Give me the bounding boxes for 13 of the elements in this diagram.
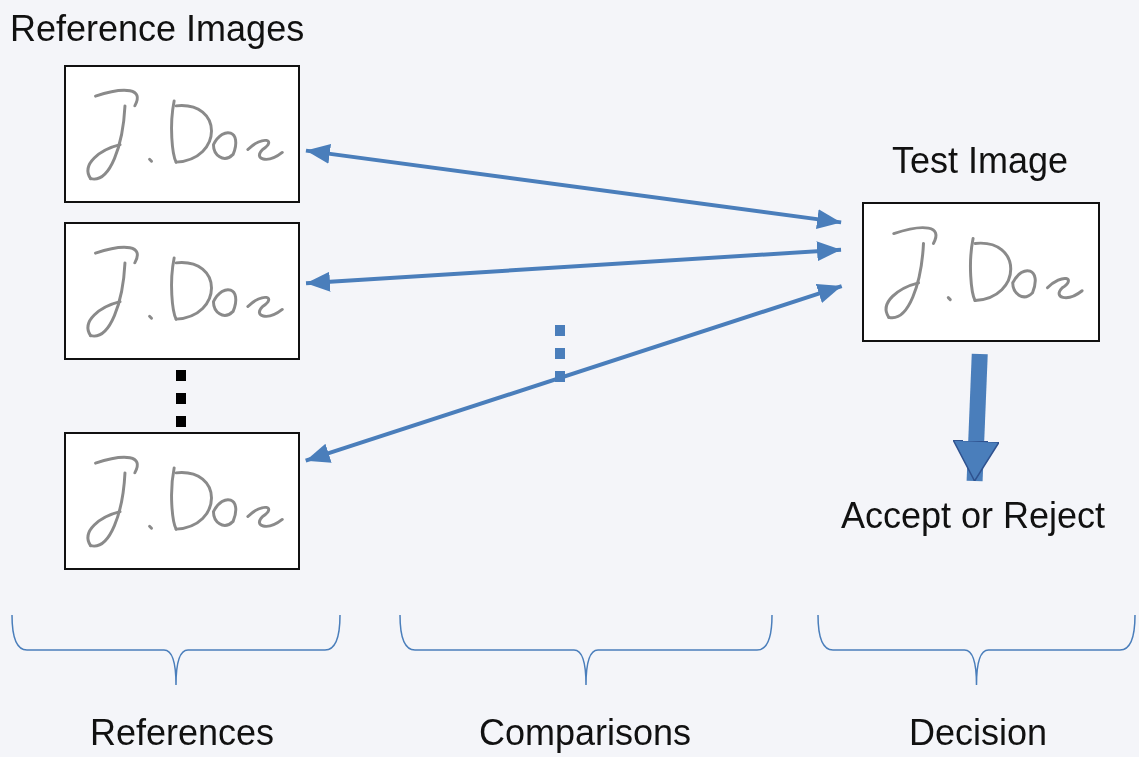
double-headed-arrow <box>305 241 842 292</box>
section-label: References <box>89 712 275 754</box>
picture-frame <box>64 222 300 360</box>
picture-frame <box>64 65 300 203</box>
section-label: Comparisons <box>478 712 692 754</box>
double-headed-arrow <box>305 143 842 230</box>
block-arrow <box>952 353 1000 482</box>
group-heading: Reference Images <box>10 8 305 50</box>
section-label: Decision <box>908 712 1048 754</box>
double-headed-arrow <box>305 284 843 463</box>
image-heading: Test Image <box>891 140 1069 182</box>
picture-frame <box>64 432 300 570</box>
result-text: Accept or Reject <box>808 495 1138 547</box>
